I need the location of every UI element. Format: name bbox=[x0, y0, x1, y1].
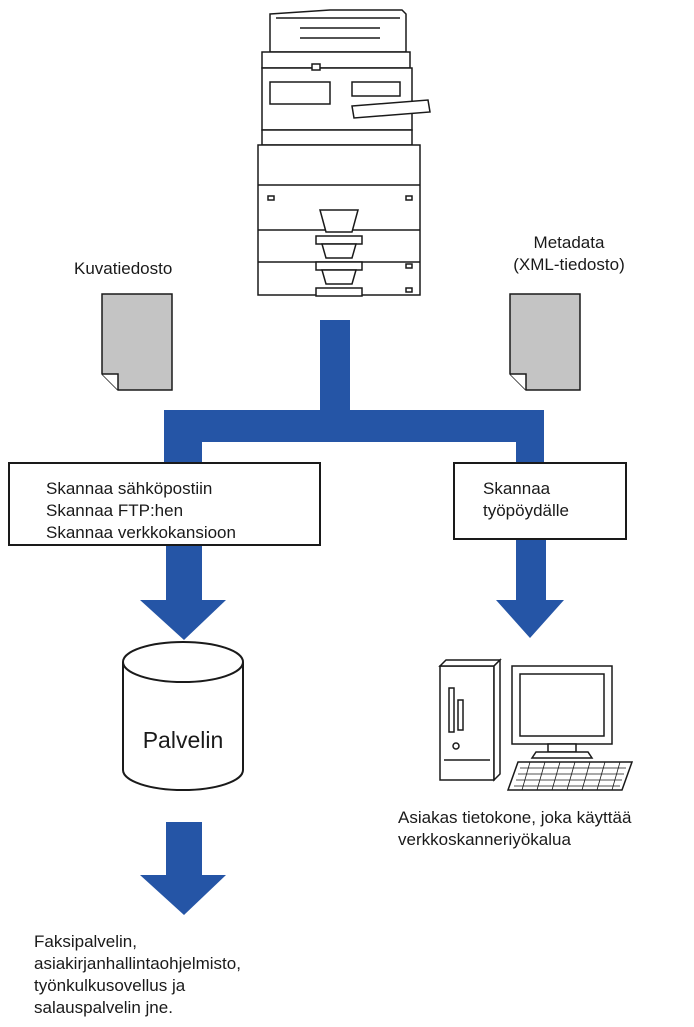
scan-to-desktop-line1: Skannaa bbox=[483, 479, 551, 498]
client-caption-line2: verkkoskanneriyökalua bbox=[398, 830, 571, 849]
metadata-label-line1: Metadata bbox=[533, 233, 605, 252]
flow-arrow-right bbox=[496, 538, 564, 638]
client-caption-line1: Asiakas tietokone, joka käyttää bbox=[398, 808, 632, 827]
scan-to-email-label: Skannaa sähköpostiin bbox=[46, 479, 213, 498]
server-icon bbox=[122, 641, 244, 791]
destinations-line2: asiakirjanhallintaohjelmisto, bbox=[34, 954, 241, 973]
destinations-line3: työnkulkusovellus ja bbox=[34, 976, 186, 995]
printer-icon bbox=[257, 9, 431, 297]
metadata-label-line2: (XML-tiedosto) bbox=[513, 255, 625, 274]
computer-icon bbox=[438, 658, 634, 791]
scan-methods-server-box: Skannaa sähköpostiin Skannaa FTP:hen Ska… bbox=[8, 462, 321, 546]
server-label: Palvelin bbox=[142, 727, 224, 753]
destinations-line1: Faksipalvelin, bbox=[34, 932, 137, 951]
client-caption: Asiakas tietokone, joka käyttää verkkosk… bbox=[398, 807, 690, 851]
flow-arrow-bottom bbox=[140, 822, 226, 915]
scan-to-desktop-box: Skannaa työpöydälle bbox=[453, 462, 627, 540]
destinations-line4: salauspalvelin jne. bbox=[34, 998, 173, 1017]
metadata-file-label: Metadata (XML-tiedosto) bbox=[496, 232, 642, 276]
flow-connector bbox=[164, 320, 544, 466]
destinations-text: Faksipalvelin, asiakirjanhallintaohjelmi… bbox=[34, 931, 334, 1019]
image-file-label: Kuvatiedosto bbox=[74, 259, 173, 278]
metadata-file-icon bbox=[509, 293, 581, 391]
scan-to-ftp-label: Skannaa FTP:hen bbox=[46, 501, 184, 520]
scan-to-network-folder-label: Skannaa verkkokansioon bbox=[46, 523, 236, 542]
flow-arrow-left bbox=[140, 545, 226, 640]
image-file-icon bbox=[101, 293, 173, 391]
scan-to-desktop-line2: työpöydälle bbox=[483, 501, 570, 520]
